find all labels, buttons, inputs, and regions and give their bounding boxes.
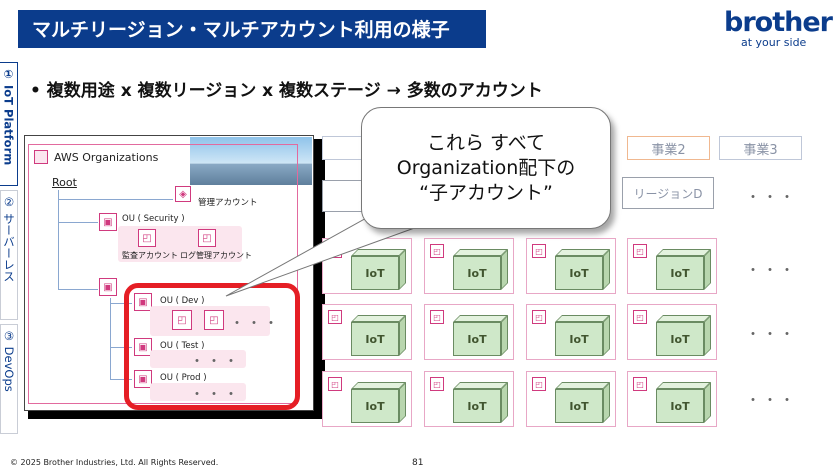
ou-security-label: OU ( Security ) xyxy=(122,214,185,224)
page-number: 81 xyxy=(412,458,424,468)
bullet-text: • 複数用途 x 複数リージョン x 複数ステージ → 多数のアカウント xyxy=(30,81,543,101)
ou-test-icon: ▣ xyxy=(134,338,152,356)
prod-accounts-area xyxy=(150,383,246,401)
side-tab-devops[interactable]: ③ DevOps xyxy=(0,324,18,434)
aws-account-icon: ◰ xyxy=(633,244,647,258)
iot-account-cell: ◰ IoT xyxy=(424,304,514,360)
iot-account-cell: ◰ IoT xyxy=(322,371,412,427)
ou-dev-label: OU ( Dev ) xyxy=(160,296,205,306)
region-d-cell: リージョンD xyxy=(622,177,714,209)
dev-account-icon: ◰ xyxy=(172,310,192,330)
log-account-icon: ◰ xyxy=(198,229,216,247)
callout-bubble: これら すべて Organization配下の “子アカウント” xyxy=(361,107,611,229)
ou-security-icon: ▣ xyxy=(99,213,117,231)
iot-account-cell: ◰ IoT xyxy=(424,371,514,427)
callout-line-1: これら すべて xyxy=(427,131,545,154)
callout-line-2: Organization配下の xyxy=(396,156,576,179)
iot-cube: IoT xyxy=(351,256,399,290)
ou-workloads-icon: ▣ xyxy=(99,278,117,296)
aws-account-icon: ◰ xyxy=(328,310,342,324)
org-border xyxy=(28,144,298,404)
ou-dev-icon: ▣ xyxy=(134,293,152,311)
tree-line xyxy=(110,303,132,304)
log-account-label: ログ管理アカウント xyxy=(180,251,252,260)
iot-cube: IoT xyxy=(555,322,603,356)
side-tab-serverless[interactable]: ② サーバーレス xyxy=(0,190,18,320)
mgmt-account-label: 管理アカウント xyxy=(198,198,258,208)
dev-more-dots: ・・・ xyxy=(230,316,281,332)
row-more-dots: ・・・ xyxy=(746,327,797,343)
iot-account-cell: ◰ IoT xyxy=(627,304,717,360)
iot-cube: IoT xyxy=(453,322,501,356)
iot-cube: IoT xyxy=(555,256,603,290)
iot-account-cell: ◰ IoT xyxy=(424,238,514,294)
org-title: AWS Organizations xyxy=(54,151,159,164)
iot-cube: IoT xyxy=(656,322,704,356)
root-label: Root xyxy=(52,176,77,189)
footer-copyright: © 2025 Brother Industries, Ltd. All Righ… xyxy=(10,458,219,467)
highlight-box xyxy=(124,283,300,410)
building-photo xyxy=(190,137,312,185)
audit-account-label: 監査アカウント xyxy=(122,251,178,260)
prod-more-dots: ・・・ xyxy=(190,387,241,403)
iot-account-cell: ◰ IoT xyxy=(322,304,412,360)
aws-account-icon: ◰ xyxy=(430,244,444,258)
aws-account-icon: ◰ xyxy=(532,244,546,258)
aws-account-icon: ◰ xyxy=(532,310,546,324)
row-more-dots: ・・・ xyxy=(746,263,797,279)
iot-cube: IoT xyxy=(656,389,704,423)
tree-line xyxy=(110,298,111,380)
aws-account-icon: ◰ xyxy=(328,377,342,391)
iot-cube: IoT xyxy=(656,256,704,290)
logo-tagline: at your side xyxy=(741,36,807,49)
test-accounts-area xyxy=(150,350,246,368)
iot-account-cell: ◰ IoT xyxy=(526,371,616,427)
tree-line xyxy=(110,347,132,348)
business-header-3: 事業3 xyxy=(719,136,802,160)
ou-prod-label: OU ( Prod ) xyxy=(160,373,207,383)
aws-account-icon: ◰ xyxy=(430,310,444,324)
aws-account-icon: ◰ xyxy=(532,377,546,391)
dev-account-icon: ◰ xyxy=(204,310,224,330)
iot-account-cell: ◰ IoT xyxy=(526,238,616,294)
tree-line xyxy=(58,289,98,290)
tree-line xyxy=(58,199,173,200)
tree-line xyxy=(58,222,98,223)
brother-logo: brother xyxy=(724,7,833,38)
iot-account-cell: ◰ IoT xyxy=(526,304,616,360)
iot-cube: IoT xyxy=(453,256,501,290)
row-more-dots: ・・・ xyxy=(746,393,797,409)
iot-cube: IoT xyxy=(555,389,603,423)
iot-account-cell: ◰ IoT xyxy=(627,238,717,294)
iot-account-cell: ◰ IoT xyxy=(627,371,717,427)
audit-account-icon: ◰ xyxy=(138,229,156,247)
ou-test-label: OU ( Test ) xyxy=(160,341,205,351)
test-more-dots: ・・・ xyxy=(190,354,241,370)
iot-cube: IoT xyxy=(453,389,501,423)
side-tab-iot-platform[interactable]: ① IoT Platform xyxy=(0,62,18,186)
mgmt-account-icon: ◈ xyxy=(175,186,191,202)
tree-line xyxy=(58,190,59,290)
ou-prod-icon: ▣ xyxy=(134,370,152,388)
aws-account-icon: ◰ xyxy=(430,377,444,391)
iot-cube: IoT xyxy=(351,389,399,423)
title-bar xyxy=(18,10,486,48)
aws-organizations-icon xyxy=(34,150,48,164)
region-more-dots: ・・・ xyxy=(746,190,797,206)
tree-line xyxy=(110,379,132,380)
callout-line-3: “子アカウント” xyxy=(419,181,553,204)
slide-title: マルチリージョン・マルチアカウント利用の様子 xyxy=(32,19,450,41)
business-header-2: 事業2 xyxy=(627,136,710,160)
aws-account-icon: ◰ xyxy=(633,377,647,391)
aws-account-icon: ◰ xyxy=(633,310,647,324)
iot-cube: IoT xyxy=(351,322,399,356)
